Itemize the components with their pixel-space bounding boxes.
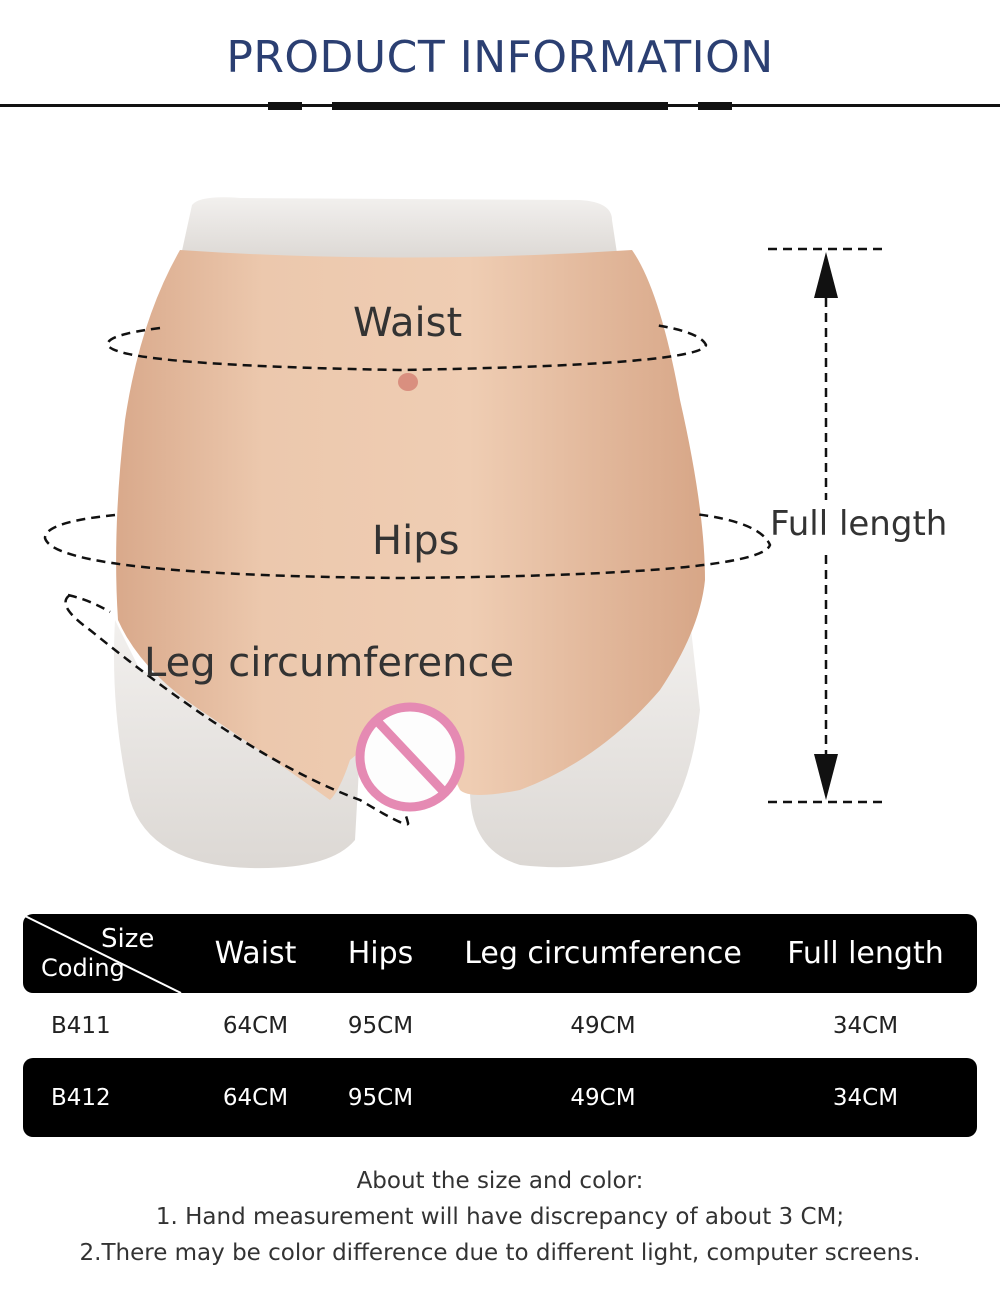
hips-loop <box>43 512 772 580</box>
cell-waist: 64CM <box>222 1012 289 1039</box>
cell-full-length: 34CM <box>832 1012 899 1039</box>
cell-waist: 64CM <box>222 1084 289 1111</box>
cell-code: B411 <box>51 1012 111 1039</box>
mannequin-torso <box>180 197 618 260</box>
header-leg-circumference: Leg circumference <box>464 936 742 971</box>
hips-label: Hips <box>372 518 460 564</box>
cell-code: B412 <box>51 1084 111 1111</box>
table-row: B412 64CM 95CM 49CM 34CM <box>23 1058 977 1137</box>
corner-size-label: Size <box>101 924 155 954</box>
cell-hips: 95CM <box>347 1012 414 1039</box>
note-line-2: 2.There may be color difference due to d… <box>79 1240 921 1266</box>
product-illustration <box>43 197 885 869</box>
header-waist: Waist <box>214 936 297 971</box>
leg-loop <box>64 593 410 826</box>
divider-accent-center <box>332 102 668 110</box>
leg-circumference-label: Leg circumference <box>144 640 515 686</box>
divider-accent-right <box>698 102 732 110</box>
header-full-length: Full length <box>787 936 944 971</box>
full-length-label: Full length <box>770 504 948 544</box>
corner-coding-label: Coding <box>41 954 125 982</box>
silicone-panties <box>116 250 705 800</box>
prohibited-icon <box>355 702 465 812</box>
note-line-1: 1. Hand measurement will have discrepanc… <box>155 1204 845 1230</box>
cell-hips: 95CM <box>347 1084 414 1111</box>
cell-full-length: 34CM <box>832 1084 899 1111</box>
corner-diagonal <box>24 915 182 993</box>
product-figure: Waist Hips Leg circumference Full length <box>0 150 1000 890</box>
waist-label: Waist <box>353 300 463 346</box>
navel <box>398 373 418 391</box>
arrow-up-icon <box>814 252 838 298</box>
arrow-down-icon <box>814 754 838 800</box>
size-color-notes: About the size and color: 1. Hand measur… <box>0 1163 1000 1271</box>
table-header-row: Size Coding Waist Hips Leg circumference… <box>23 914 977 993</box>
size-coding-corner: Size Coding <box>23 914 183 993</box>
leg-loop-top <box>67 593 111 614</box>
cell-leg-circumference: 49CM <box>570 1084 636 1111</box>
mannequin-left-leg <box>114 620 360 869</box>
waist-loop <box>106 323 708 372</box>
cell-leg-circumference: 49CM <box>570 1012 636 1039</box>
notes-heading: About the size and color: <box>356 1168 644 1194</box>
header-hips: Hips <box>347 936 414 971</box>
table-row: B411 64CM 95CM 49CM 34CM <box>23 993 977 1058</box>
page-title: PRODUCT INFORMATION <box>226 32 774 83</box>
divider-accent-left <box>268 102 302 110</box>
